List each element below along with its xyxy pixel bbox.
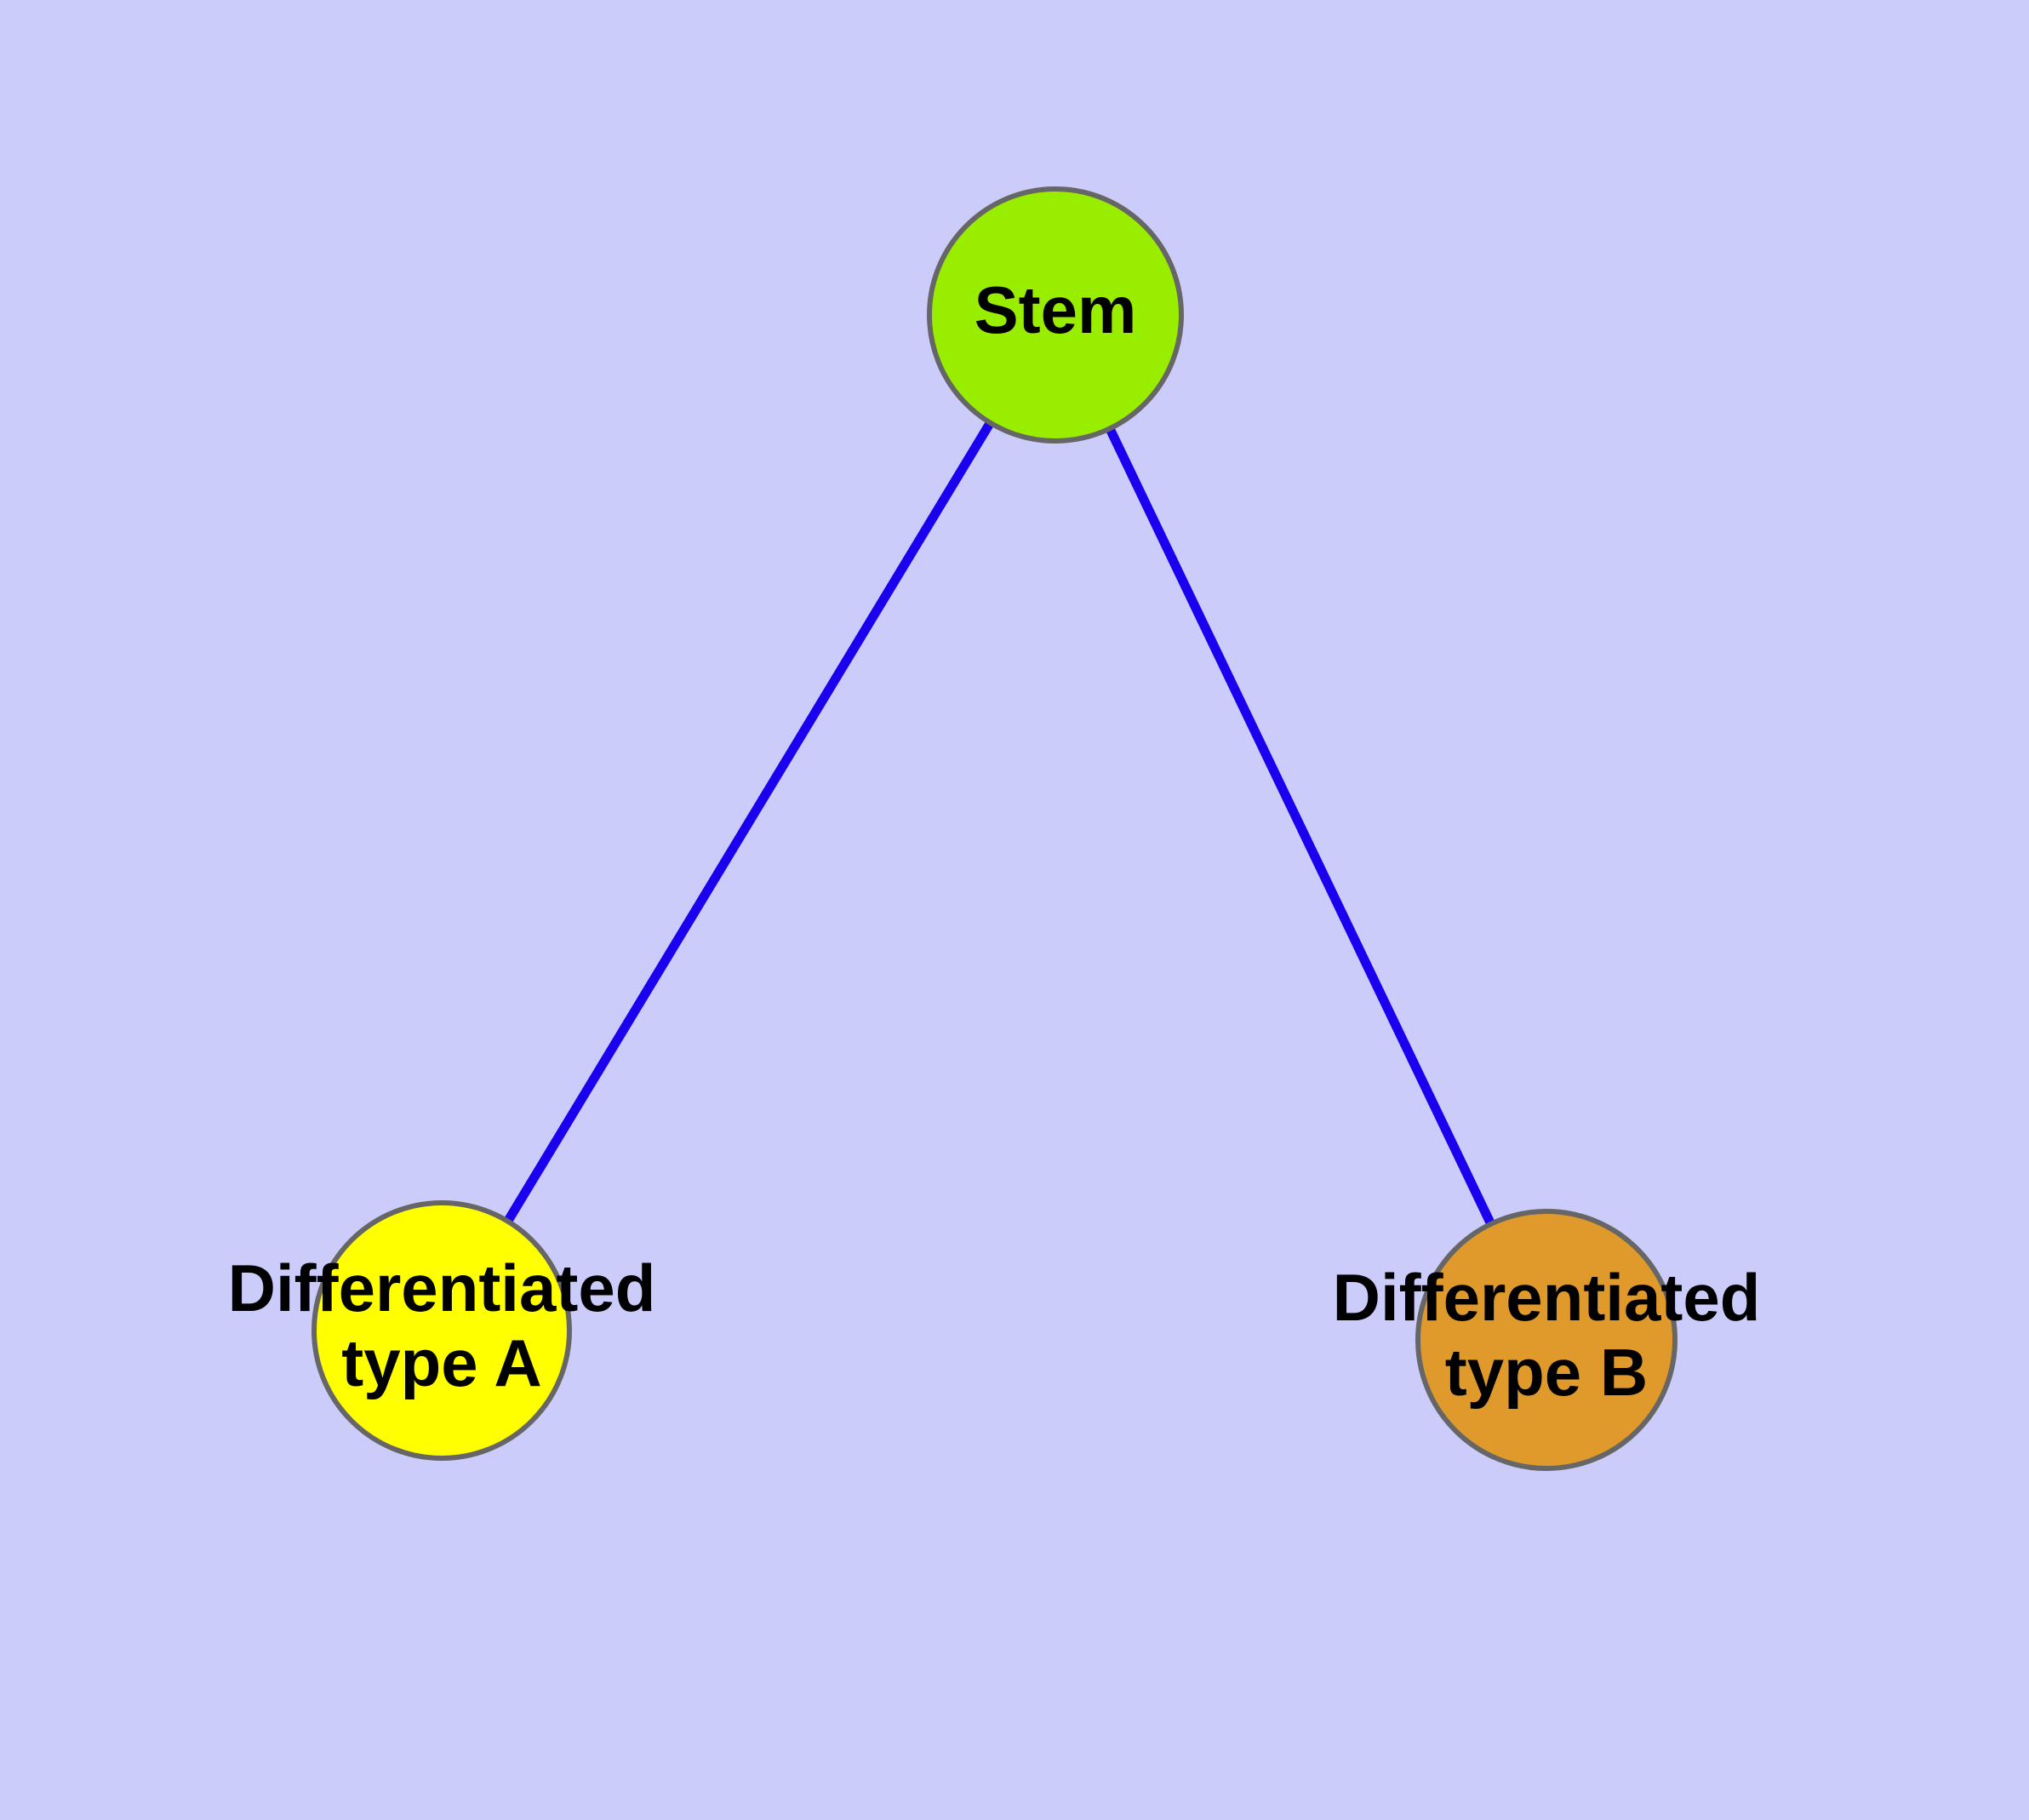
graph-node-label-line: type A: [341, 1325, 542, 1400]
edge-layer: [503, 420, 1495, 1227]
graph-node-label-line: Stem: [974, 272, 1137, 347]
graph-node-label-line: Differentiated: [228, 1251, 656, 1325]
graph-node-label-stem: Stem: [974, 272, 1137, 347]
graph-node-label-line: Differentiated: [1333, 1260, 1761, 1335]
graph-edge-stem-to-a[interactable]: [503, 420, 995, 1224]
graph-node-label-line: type B: [1445, 1335, 1648, 1410]
graph-node-diff_a[interactable]: [311, 1200, 572, 1461]
graph-node-stem[interactable]: [927, 186, 1184, 444]
graph-edge-stem-to-b[interactable]: [1106, 426, 1495, 1227]
graph-node-diff_b[interactable]: [1415, 1209, 1677, 1471]
